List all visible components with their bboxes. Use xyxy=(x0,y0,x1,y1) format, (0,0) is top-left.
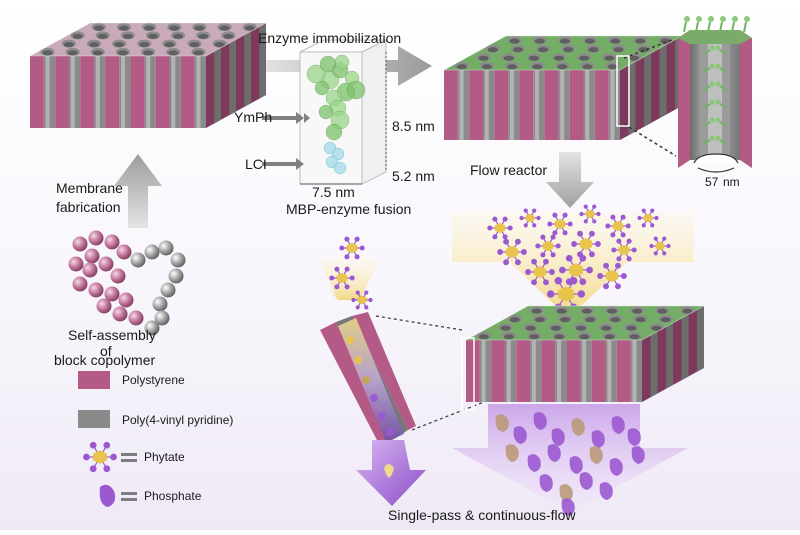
legend-phytate-icon xyxy=(83,441,117,473)
self-assembly-label-3: block copolymer xyxy=(54,352,156,368)
legend-phosphate-icon xyxy=(99,484,137,507)
flow-reactor-label: Flow reactor xyxy=(470,162,548,178)
pore-zoom xyxy=(616,16,752,173)
legend-phytate-label: Phytate xyxy=(144,450,185,464)
membrane-pristine xyxy=(29,22,267,128)
self-assembly-label-2: of xyxy=(100,343,112,359)
legend-glyphs xyxy=(78,371,137,507)
legend-phytate-equals xyxy=(121,453,137,462)
pore-size-unit: nm xyxy=(723,175,740,189)
membrane-fabrication-label-1: Membrane xyxy=(56,180,123,196)
dim-width-label: 7.5 nm xyxy=(312,184,355,200)
legend-p4vp-label: Poly(4-vinyl pyridine) xyxy=(122,413,234,427)
phytate-cloud xyxy=(487,204,671,312)
self-assembly-label-1: Self-assembly xyxy=(68,327,156,343)
phosphate-cloud xyxy=(495,412,645,516)
single-pass-label: Single-pass & continuous-flow xyxy=(388,507,576,523)
fabrication-arrow xyxy=(114,154,162,228)
ymph-label: YmPh xyxy=(234,109,273,125)
dim-height-label: 8.5 nm xyxy=(392,118,435,134)
mbp-fusion-label: MBP-enzyme fusion xyxy=(286,201,412,217)
membrane-enzyme-coated xyxy=(443,35,683,140)
flow-reactor-arrow xyxy=(546,152,594,208)
lci-label: LCI xyxy=(245,156,267,172)
legend-polystyrene-label: Polystyrene xyxy=(122,373,185,387)
legend-phosphate-label: Phosphate xyxy=(144,489,202,503)
pore-size-value: 57 xyxy=(705,175,719,189)
legend-p4vp-swatch xyxy=(78,410,110,428)
membrane-fabrication-label-2: fabrication xyxy=(56,199,121,215)
channel-zoom xyxy=(318,236,485,506)
legend-polystyrene-swatch xyxy=(78,371,110,389)
membrane-flow-reactor xyxy=(465,305,705,402)
enzyme-structure-box xyxy=(262,39,387,185)
dim-depth-label: 5.2 nm xyxy=(392,168,435,184)
enzyme-immobilization-label: Enzyme immobilization xyxy=(258,30,402,46)
block-copolymer-chain xyxy=(68,230,186,336)
